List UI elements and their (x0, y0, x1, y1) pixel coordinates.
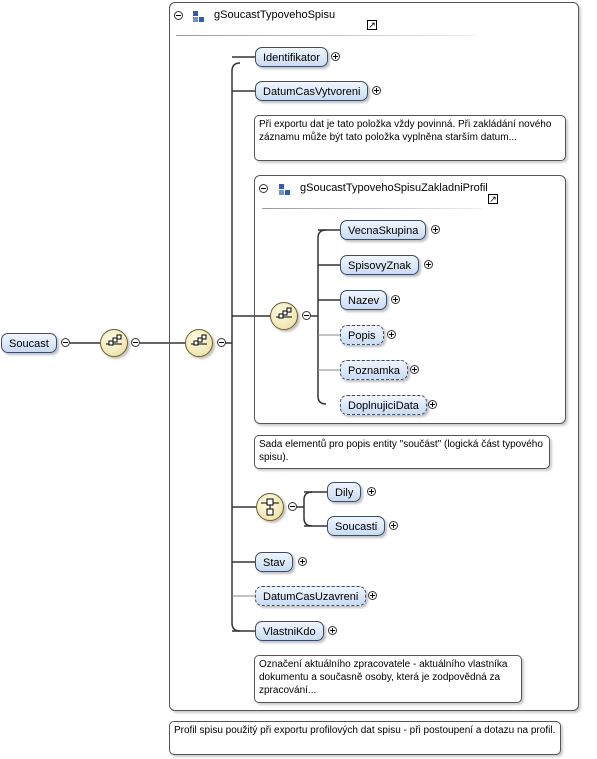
expand-icon[interactable] (298, 557, 307, 566)
element-label: Soucast (9, 338, 49, 350)
outer-group-separator (176, 35, 476, 36)
collapse-icon[interactable] (259, 184, 268, 193)
expand-icon[interactable] (431, 225, 440, 234)
element-label: DoplnujiciData (348, 400, 419, 412)
element-datumcasvytvoreni[interactable]: DatumCasVytvoreni (255, 81, 369, 101)
element-label: Dily (335, 487, 354, 499)
collapse-icon[interactable] (288, 502, 297, 511)
inner-group-box (254, 175, 566, 424)
element-label: DatumCasVytvoreni (263, 86, 361, 98)
link-icon[interactable]: ↗ (488, 194, 498, 204)
element-stav[interactable]: Stav (255, 552, 294, 572)
element-vecnaskupina[interactable]: VecnaSkupina (340, 220, 427, 240)
element-label: Stav (263, 557, 286, 569)
outer-group-title: gSoucastTypovehoSpisu (214, 9, 336, 21)
link-icon[interactable]: ↗ (367, 20, 377, 30)
expand-icon[interactable] (410, 365, 419, 374)
outer-group-box (169, 2, 579, 711)
expand-icon[interactable] (328, 626, 337, 635)
element-identifikator[interactable]: Identifikator (255, 47, 328, 67)
element-label: Popis (348, 330, 376, 342)
annotation-outer-group: Profil spisu použitý při exportu profilo… (169, 721, 561, 755)
group-icon (279, 184, 290, 195)
element-label: Soucasti (335, 521, 378, 533)
collapse-icon[interactable] (131, 338, 140, 347)
element-label: Identifikator (263, 52, 320, 64)
element-nazev[interactable]: Nazev (340, 290, 388, 310)
collapse-icon[interactable] (217, 338, 226, 347)
annotation-zakladniprofil: Sada elementů pro popis entity "součást"… (254, 435, 550, 469)
element-label: Nazev (348, 295, 380, 307)
element-doplnujicidata[interactable]: DoplnujiciData (340, 395, 427, 415)
annotation-vlastnikdo: Označení aktuálního zpracovatele - aktuá… (254, 655, 522, 703)
element-vlastnikdo[interactable]: VlastniKdo (255, 621, 324, 641)
element-popis[interactable]: Popis (340, 325, 384, 345)
expand-icon[interactable] (367, 487, 376, 496)
element-label: VlastniKdo (263, 626, 316, 638)
inner-group-separator (262, 208, 482, 209)
expand-icon[interactable] (389, 521, 398, 530)
choice-icon[interactable] (256, 493, 284, 521)
element-soucasti[interactable]: Soucasti (327, 516, 386, 536)
collapse-icon[interactable] (61, 338, 70, 347)
inner-group-title: gSoucastTypovehoSpisuZakladniProfil (300, 182, 488, 194)
element-soucast[interactable]: Soucast (1, 333, 57, 353)
element-datumcasuzavreni[interactable]: DatumCasUzavreni (255, 586, 367, 606)
element-label: Poznamka (348, 365, 400, 377)
element-dily[interactable]: Dily (327, 482, 362, 502)
expand-icon[interactable] (368, 591, 377, 600)
annotation-datumcasvytvoreni: Při exportu dat je tato položka vždy pov… (254, 115, 566, 161)
group-icon (193, 11, 204, 22)
sequence-icon[interactable] (270, 302, 298, 330)
element-label: VecnaSkupina (348, 225, 419, 237)
collapse-icon[interactable] (174, 11, 183, 20)
expand-icon[interactable] (331, 52, 340, 61)
expand-icon[interactable] (428, 400, 437, 409)
expand-icon[interactable] (391, 295, 400, 304)
collapse-icon[interactable] (302, 311, 311, 320)
element-poznamka[interactable]: Poznamka (340, 360, 408, 380)
expand-icon[interactable] (372, 86, 381, 95)
expand-icon[interactable] (387, 330, 396, 339)
expand-icon[interactable] (424, 260, 433, 269)
element-label: SpisovyZnak (348, 260, 411, 272)
element-spisovyznak[interactable]: SpisovyZnak (340, 255, 419, 275)
element-label: DatumCasUzavreni (263, 591, 359, 603)
sequence-icon[interactable] (185, 329, 213, 357)
sequence-icon[interactable] (100, 329, 128, 357)
